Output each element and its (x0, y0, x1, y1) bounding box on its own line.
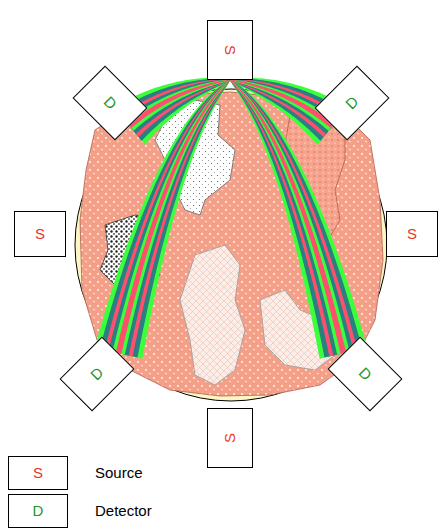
probe-box: S (14, 211, 66, 257)
probe-letter: S (222, 433, 239, 443)
inclusion (180, 245, 245, 385)
legend-sample: S (8, 456, 68, 490)
legend-sample: D (8, 494, 68, 528)
probe-box: S (386, 211, 438, 257)
legend-text: Source (95, 464, 143, 481)
legend-text: Detector (95, 502, 152, 519)
probe-letter: S (407, 226, 417, 243)
probe-letter: S (222, 45, 239, 55)
probe-letter: S (35, 226, 45, 243)
probe-letter: D (100, 93, 119, 112)
body-circle (75, 89, 387, 401)
probe-letter: D (355, 364, 374, 383)
legend-symbol: D (33, 503, 44, 520)
probe-box: S (207, 408, 253, 468)
probe-letter: D (342, 93, 361, 112)
probe-box: S (207, 20, 253, 80)
legend-symbol: S (33, 465, 43, 482)
probe-letter: D (87, 364, 106, 383)
